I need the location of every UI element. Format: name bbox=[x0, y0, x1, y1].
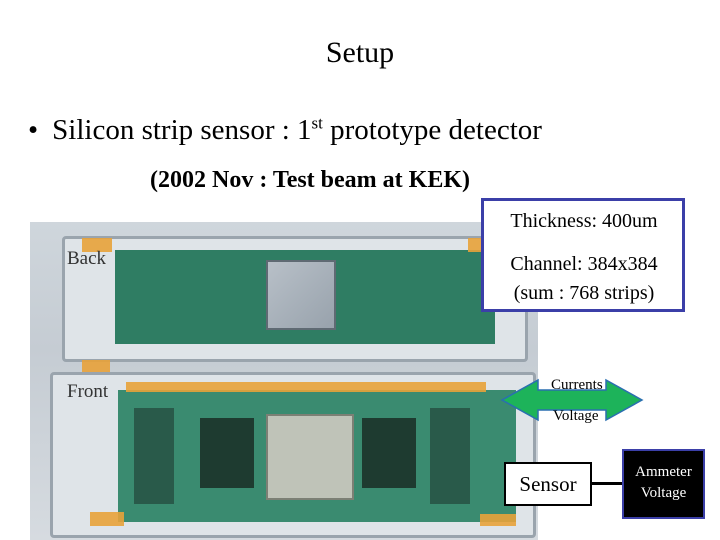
front-label: Front bbox=[67, 381, 109, 402]
front-sensor-chip bbox=[266, 414, 354, 500]
slide-title: Setup bbox=[325, 36, 395, 69]
voltage-line: Voltage bbox=[640, 485, 687, 501]
readout-components bbox=[430, 408, 470, 504]
back-sensor-square bbox=[266, 260, 336, 330]
bullet-text-pre: Silicon strip sensor : 1 bbox=[52, 114, 312, 146]
voltage-label: Voltage bbox=[553, 408, 599, 424]
readout-components bbox=[200, 418, 254, 488]
specs-box: Thickness: 400um Channel: 384x384 (sum :… bbox=[481, 198, 685, 312]
tape-strip bbox=[480, 514, 516, 526]
connector-line bbox=[591, 482, 624, 485]
tape-strip bbox=[126, 382, 486, 392]
detector-photo bbox=[30, 222, 538, 540]
readout-components bbox=[134, 408, 174, 504]
bullet-superscript: st bbox=[311, 113, 323, 133]
tape-strip bbox=[82, 360, 110, 374]
sensor-box: Sensor bbox=[504, 462, 592, 506]
tape-strip bbox=[82, 238, 112, 252]
bullet-dot-icon: • bbox=[28, 114, 39, 146]
ammeter-box: Ammeter Voltage bbox=[622, 449, 705, 519]
bullet-text-post: prototype detector bbox=[322, 114, 542, 146]
ammeter-line: Ammeter bbox=[635, 464, 692, 480]
readout-components bbox=[362, 418, 416, 488]
back-label: Back bbox=[67, 248, 107, 269]
tape-strip bbox=[90, 512, 124, 526]
thickness-text: Thickness: 400um bbox=[510, 210, 658, 232]
currents-label: Currents bbox=[551, 377, 603, 393]
bullet-line: • Silicon strip sensor : 1st prototype de… bbox=[28, 114, 542, 147]
strips-sum-text: (sum : 768 strips) bbox=[513, 282, 655, 304]
double-arrow-icon bbox=[500, 378, 644, 422]
channel-text: Channel: 384x384 bbox=[510, 253, 658, 275]
test-beam-subline: (2002 Nov : Test beam at KEK) bbox=[150, 167, 470, 193]
